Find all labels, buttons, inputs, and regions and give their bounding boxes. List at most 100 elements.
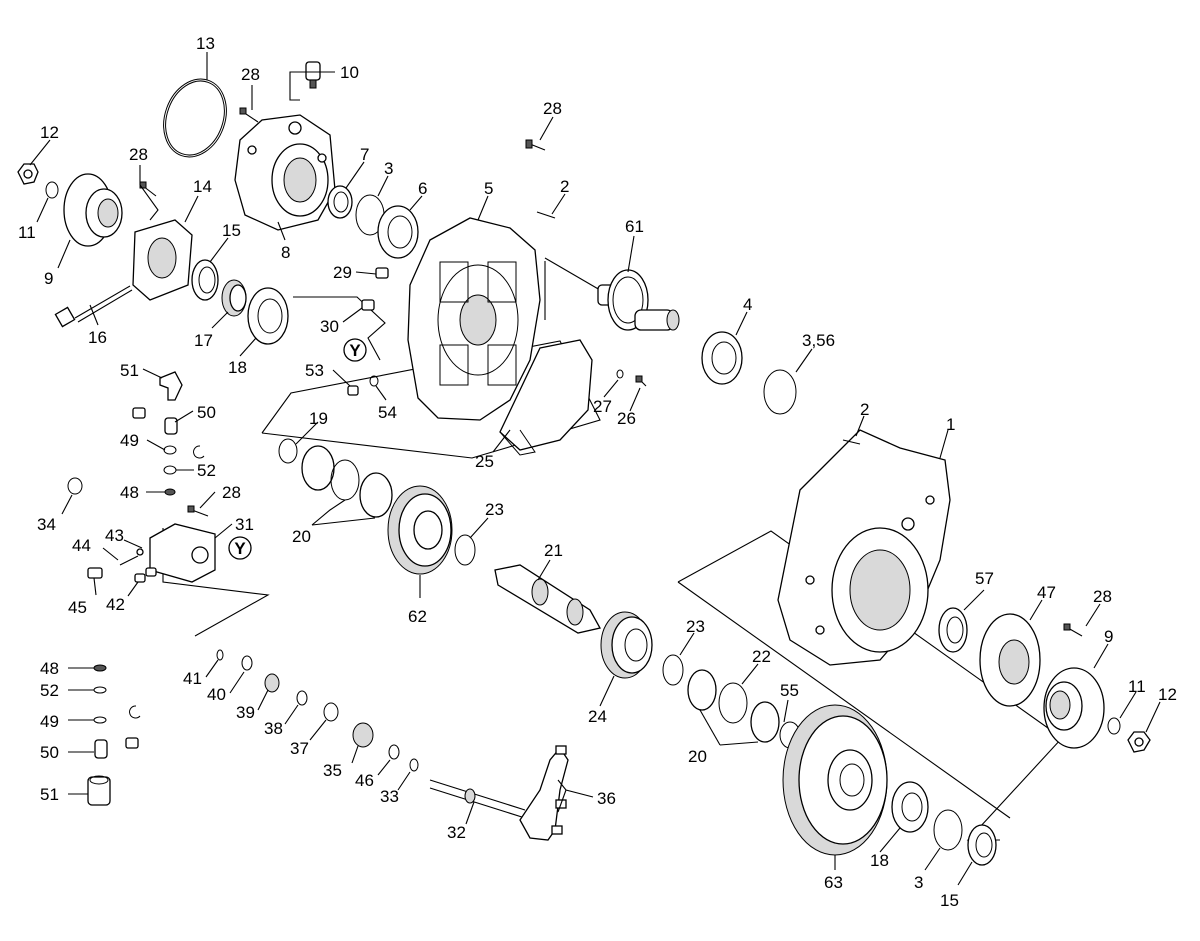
callout-62: 62 xyxy=(408,607,427,626)
callout-21: 21 xyxy=(544,541,563,560)
ring-19 xyxy=(278,438,298,464)
cover-8 xyxy=(234,114,336,231)
callout-23: 23 xyxy=(686,617,705,636)
callout-12: 12 xyxy=(40,123,59,142)
leader-lines xyxy=(29,52,1161,886)
callout-25: 25 xyxy=(475,452,494,471)
oring-52a xyxy=(163,465,177,475)
callout-45: 45 xyxy=(68,598,87,617)
flange-47 xyxy=(979,613,1041,707)
bearing-20a xyxy=(301,445,393,518)
callout-51: 51 xyxy=(40,785,59,804)
washer-11a xyxy=(45,181,59,199)
callout-1: 1 xyxy=(946,415,955,434)
oring-49b xyxy=(93,716,107,724)
main-housing-1 xyxy=(777,429,951,666)
callout-labels: 13 28 10 28 12 28 7 3 6 5 2 11 14 15 9 8… xyxy=(18,34,1177,910)
clip-c-a xyxy=(193,445,205,459)
callout-10: 10 xyxy=(340,63,359,82)
callout-46: 46 xyxy=(355,771,374,790)
gear-63 xyxy=(782,704,888,856)
elbow-51b xyxy=(87,775,111,806)
callout-19: 19 xyxy=(309,409,328,428)
callout-49: 49 xyxy=(40,712,59,731)
callout-7: 7 xyxy=(360,145,369,164)
housing-5 xyxy=(407,217,541,421)
callout-41: 41 xyxy=(183,669,202,688)
callout-48: 48 xyxy=(120,483,139,502)
callout-12: 12 xyxy=(1158,685,1177,704)
oring-48a xyxy=(164,488,176,496)
ring-46 xyxy=(388,744,400,760)
bearing-18b xyxy=(891,781,929,833)
screw-26 xyxy=(635,375,647,387)
seal-7 xyxy=(327,185,353,219)
ring-38 xyxy=(296,690,308,706)
callout-36: 36 xyxy=(597,789,616,808)
flange-9b xyxy=(1043,667,1105,749)
callout-18: 18 xyxy=(228,358,247,377)
callout-53: 53 xyxy=(305,361,324,380)
callout-40: 40 xyxy=(207,685,226,704)
bearing-20b xyxy=(687,669,780,743)
callout-28: 28 xyxy=(1093,587,1112,606)
callout-15: 15 xyxy=(940,891,959,910)
bushing-35 xyxy=(352,722,374,748)
bushing-39 xyxy=(264,673,280,693)
washer-27 xyxy=(616,369,624,379)
ring-3b xyxy=(933,809,963,851)
callout-9: 9 xyxy=(44,269,53,288)
callout-35: 35 xyxy=(323,761,342,780)
shaft-21 xyxy=(494,564,601,634)
callout-61: 61 xyxy=(625,217,644,236)
o-ring-13 xyxy=(163,78,227,158)
plug-29 xyxy=(375,267,389,279)
shaft-gear-61 xyxy=(597,269,680,331)
callout-20: 20 xyxy=(292,527,311,546)
washer-54 xyxy=(369,375,379,387)
ring-40 xyxy=(241,655,253,671)
callout-44: 44 xyxy=(72,536,91,555)
gear-62 xyxy=(387,485,453,575)
callout-22: 22 xyxy=(752,647,771,666)
seal-15a xyxy=(191,259,219,301)
ring-33 xyxy=(409,758,419,772)
callout-50: 50 xyxy=(40,743,59,762)
ring-37 xyxy=(323,702,339,722)
section-marker-y-left: Y xyxy=(228,536,252,560)
callout-39: 39 xyxy=(236,703,255,722)
callout-52: 52 xyxy=(197,461,216,480)
callout-29: 29 xyxy=(333,263,352,282)
callout-6: 6 xyxy=(418,179,427,198)
bearing-4 xyxy=(701,331,743,385)
pin-2a xyxy=(536,211,556,219)
callout-31: 31 xyxy=(235,515,254,534)
callout-54: 54 xyxy=(378,403,397,422)
valve-block-31 xyxy=(149,523,216,583)
bearing-18a xyxy=(247,287,289,345)
callout-43: 43 xyxy=(105,526,124,545)
callout-27: 27 xyxy=(593,397,612,416)
washer-11b xyxy=(1107,717,1121,735)
callout-51: 51 xyxy=(120,361,139,380)
oring-48b xyxy=(93,664,107,672)
callout-4: 4 xyxy=(743,295,752,314)
screw-28a xyxy=(239,107,259,123)
shaft-32 xyxy=(429,779,526,819)
seal-15b xyxy=(967,824,997,866)
bracket-14 xyxy=(132,219,193,301)
callout-50: 50 xyxy=(197,403,216,422)
nut-12b xyxy=(1127,731,1151,753)
callout-30: 30 xyxy=(320,317,339,336)
callout-47: 47 xyxy=(1037,583,1056,602)
callout-34: 34 xyxy=(37,515,56,534)
section-marker-y-top: Y xyxy=(343,338,367,362)
ball-44 xyxy=(136,548,144,556)
bearing-6 xyxy=(377,205,419,259)
callout-11: 11 xyxy=(18,223,36,242)
svg-text:Y: Y xyxy=(234,539,246,558)
callout-18: 18 xyxy=(870,851,889,870)
callout-2: 2 xyxy=(560,177,569,196)
fork-36 xyxy=(519,745,569,841)
